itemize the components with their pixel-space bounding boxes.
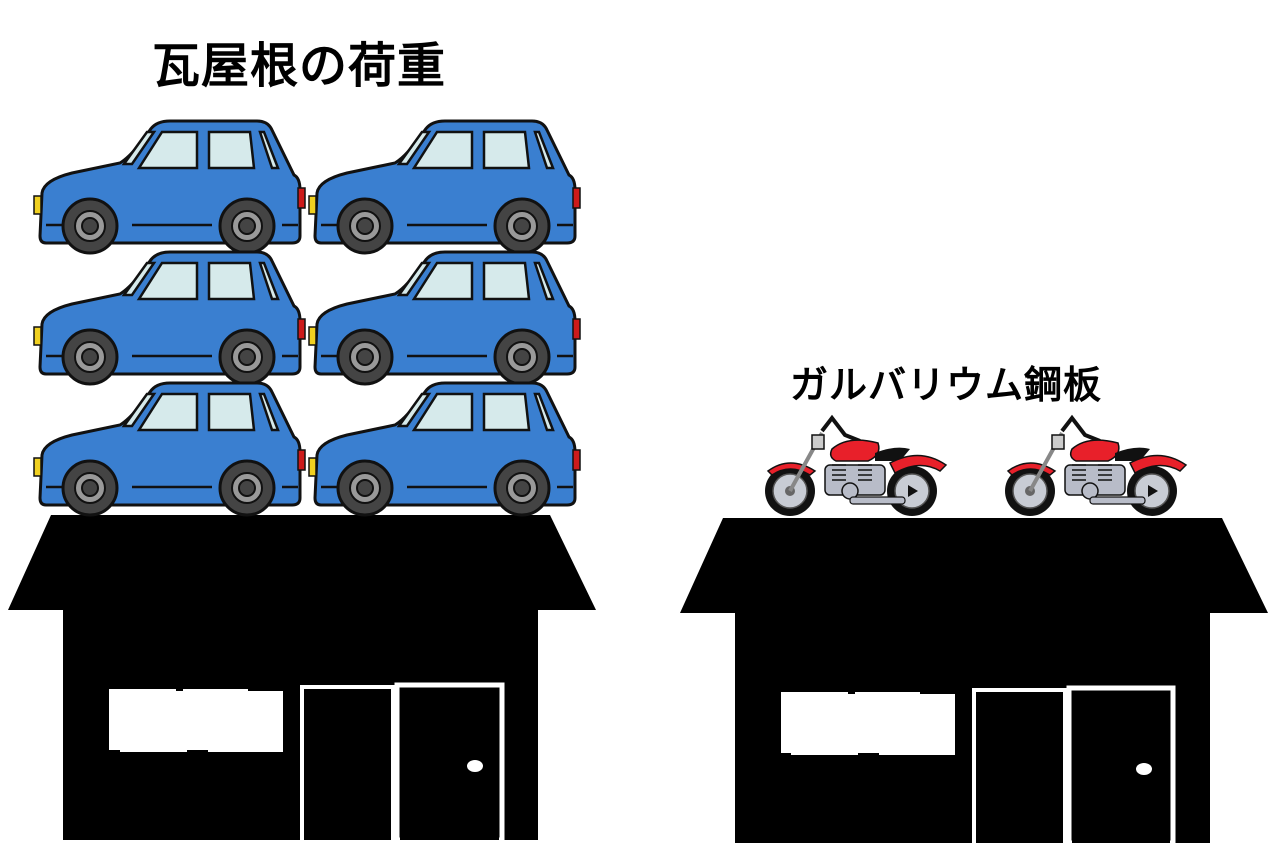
left-house-window-icon [208,691,283,752]
car-icon [307,119,582,255]
right-house-window-icon [879,694,955,755]
title-tile-roof-load: 瓦屋根の荷重 [152,38,447,94]
car-icon [307,381,582,517]
motorcycle-icon [763,416,948,518]
right-house-window-icon [791,694,858,755]
left-house-window-icon [120,691,187,752]
right-house-icon [680,518,1268,843]
car-icon [307,250,582,386]
left-house-icon [8,515,596,840]
car-icon [32,250,307,386]
motorcycle-icon [1003,416,1188,518]
title-galvalume-steel: ガルバリウム鋼板 [790,363,1103,407]
car-icon [32,381,307,517]
car-icon [32,119,307,255]
